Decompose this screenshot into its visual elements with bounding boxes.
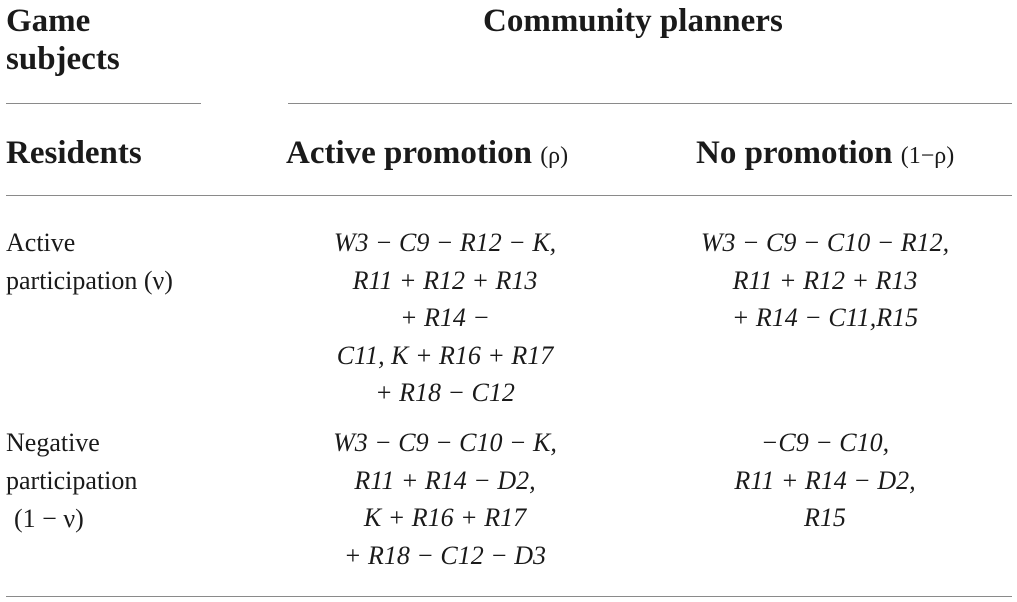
payoff-line: + R18 − C12 [375,378,515,407]
payoff-line: R11 + R12 + R13 [352,265,538,295]
payoff-active-participation-no-promotion: W3 − C9 − C10 − R12, R11 + R12 + R13 + R… [650,224,1000,337]
payoff-line: −C9 − C10, [760,428,890,457]
payoff-line: K + R16 + R17 [363,503,527,532]
active-promotion-label: Active promotion [286,135,532,171]
active-promotion-header: Active promotion (ρ) [286,134,568,175]
row-label-line1: Negative [6,428,100,457]
payoff-line: + R18 − C12 − D3 [343,540,547,570]
payoff-line: + R14 − C11,R15 [731,303,919,332]
payoff-line: W3 − C9 − R12 − K, [333,228,557,257]
row-label-line2: participation (ν) [6,266,173,295]
row-label-active-participation: Active participation (ν) [6,224,173,300]
game-subjects-header: Game subjects [6,2,120,78]
no-promotion-header: No promotion (1−ρ) [696,134,954,175]
payoff-negative-participation-no-promotion: −C9 − C10, R11 + R14 − D2, R15 [650,424,1000,537]
row-label-line3: (1 − ν) [14,504,84,533]
active-promotion-param: (ρ) [540,143,569,169]
row-label-line1: Active [6,228,76,257]
payoff-line: R11 + R12 + R13 [732,265,918,295]
rule-table-bottom [6,596,1012,597]
community-planners-header: Community planners [483,3,783,39]
no-promotion-param: (1−ρ) [900,143,955,169]
no-promotion-label: No promotion [696,135,893,171]
payoff-line: R15 [804,503,846,532]
payoff-line: C11, K + R16 + R17 [336,340,554,370]
rule-subjects [6,103,201,104]
rule-planners [288,103,1012,104]
game-subjects-line1: Game [6,3,91,39]
payoff-negative-participation-active-promotion: W3 − C9 − C10 − K, R11 + R14 − D2, K + R… [240,424,650,574]
payoff-line: + R14 − [400,303,490,332]
payoff-line: R11 + R14 − D2, [354,465,536,495]
payoff-line: W3 − C9 − C10 − R12, [700,228,950,257]
payoff-line: R11 + R14 − D2, [734,465,916,495]
payoff-line: W3 − C9 − C10 − K, [333,428,557,457]
rule-header-bottom [6,195,1012,196]
row-label-negative-participation: Negative participation (1 − ν) [6,424,137,538]
payoff-active-participation-active-promotion: W3 − C9 − R12 − K, R11 + R12 + R13 + R14… [240,224,650,412]
game-subjects-line2: subjects [6,41,120,77]
row-label-line2: participation [6,466,138,495]
residents-header: Residents [6,135,142,171]
